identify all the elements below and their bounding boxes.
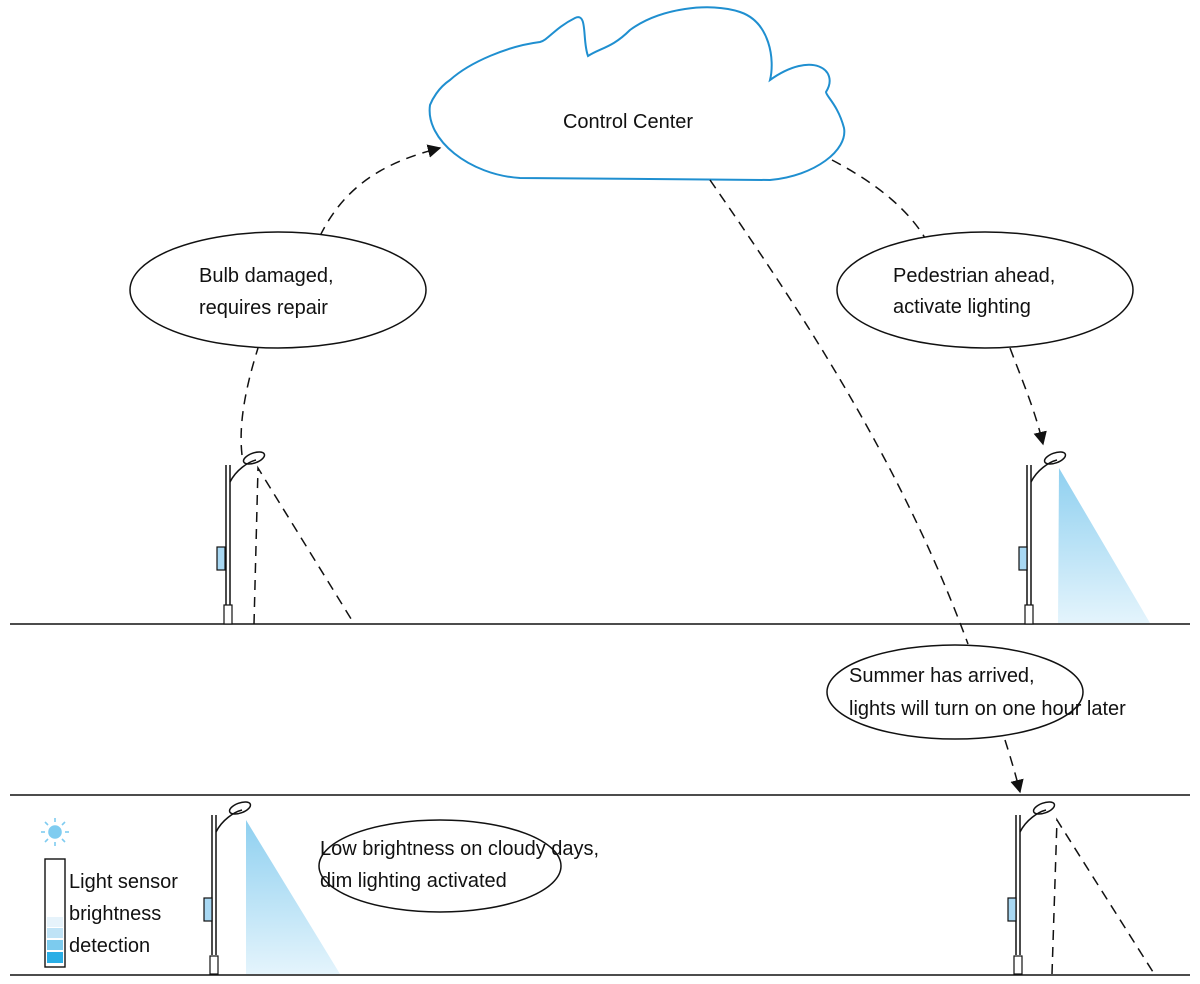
bubble-pedestrian: Pedestrian ahead, activate lighting: [836, 231, 1134, 349]
street-light-pole: [225, 465, 231, 605]
sensor-panel: [1007, 897, 1017, 922]
sensor-level-1: [47, 917, 63, 927]
pole-base: [1013, 955, 1023, 975]
sensor-panel: [216, 546, 226, 571]
bubble-text-line1: Summer has arrived,: [849, 665, 1035, 687]
street-light-beam-dashed: [1051, 817, 1154, 975]
sensor-panel: [1018, 546, 1028, 571]
bubble-text-line2: dim lighting activated: [320, 870, 507, 892]
street-light-beam-dashed: [253, 465, 354, 625]
bubble-text-line2: requires repair: [199, 297, 328, 319]
bubble-text-line1: Bulb damaged,: [199, 265, 334, 287]
lamp-head-icon: [1032, 801, 1056, 815]
bubble-text-line1: Pedestrian ahead,: [893, 265, 1055, 287]
street-light-dim: [203, 801, 340, 975]
bubble-summer: Summer has arrived, lights will turn on …: [826, 644, 1126, 740]
light-sensor: Light sensor brightness detection: [41, 818, 178, 968]
street-light-damaged: [216, 451, 354, 625]
sensor-gauge-frame: [44, 858, 66, 968]
sensor-level-3: [47, 940, 63, 950]
sensor-label-line2: brightness: [69, 903, 161, 925]
sensor-panel: [203, 897, 213, 922]
bubble-outline: [129, 231, 427, 349]
sensor-label-line3: detection: [69, 935, 150, 957]
control-center-cloud: Control Center: [428, 6, 846, 182]
connector-bubble-to-cloud: [319, 144, 442, 237]
sensor-label-line1: Light sensor: [69, 871, 178, 893]
street-light-arm: [229, 459, 257, 483]
pole-base: [1024, 604, 1034, 625]
pole-base: [209, 955, 219, 975]
street-light-arm: [215, 809, 243, 833]
lamp-head-icon: [228, 801, 252, 815]
lamp-head-icon: [1043, 451, 1067, 465]
light-beam: [246, 820, 340, 974]
street-light-lit: [1018, 451, 1150, 625]
light-beam: [1058, 468, 1150, 623]
sensor-level-2: [47, 928, 63, 938]
bubble-outline: [836, 231, 1134, 349]
street-light-arm: [1019, 809, 1047, 833]
sun-icon: [41, 818, 69, 846]
bubble-outline: [826, 644, 1084, 740]
street-light-arm: [1030, 459, 1058, 483]
bubble-text-line1: Low brightness on cloudy days,: [320, 838, 599, 860]
connector-pole-to-bubble: [240, 347, 259, 456]
street-light-off: [1007, 801, 1154, 975]
bubble-text-line2: lights will turn on one hour later: [849, 698, 1126, 720]
connector-summer-to-pole: [1004, 739, 1024, 794]
connector-pedestrian-to-pole: [1009, 347, 1047, 446]
bubble-bulb-damaged: Bulb damaged, requires repair: [129, 231, 427, 349]
cloud-label: Control Center: [563, 111, 693, 133]
street-light-pole: [211, 815, 217, 955]
bubble-outline: [318, 819, 562, 913]
sensor-level-4: [47, 952, 63, 963]
connector-cloud-to-pedestrian: [831, 159, 926, 239]
lamp-head-icon: [242, 451, 266, 465]
connector-cloud-to-summer: [709, 179, 969, 645]
bubble-cloudy: Low brightness on cloudy days, dim light…: [318, 819, 599, 913]
bubble-text-line2: activate lighting: [893, 296, 1031, 318]
street-light-pole: [1015, 815, 1021, 955]
street-light-pole: [1026, 465, 1032, 605]
pole-base: [223, 604, 233, 625]
cloud-outline: [428, 6, 846, 182]
